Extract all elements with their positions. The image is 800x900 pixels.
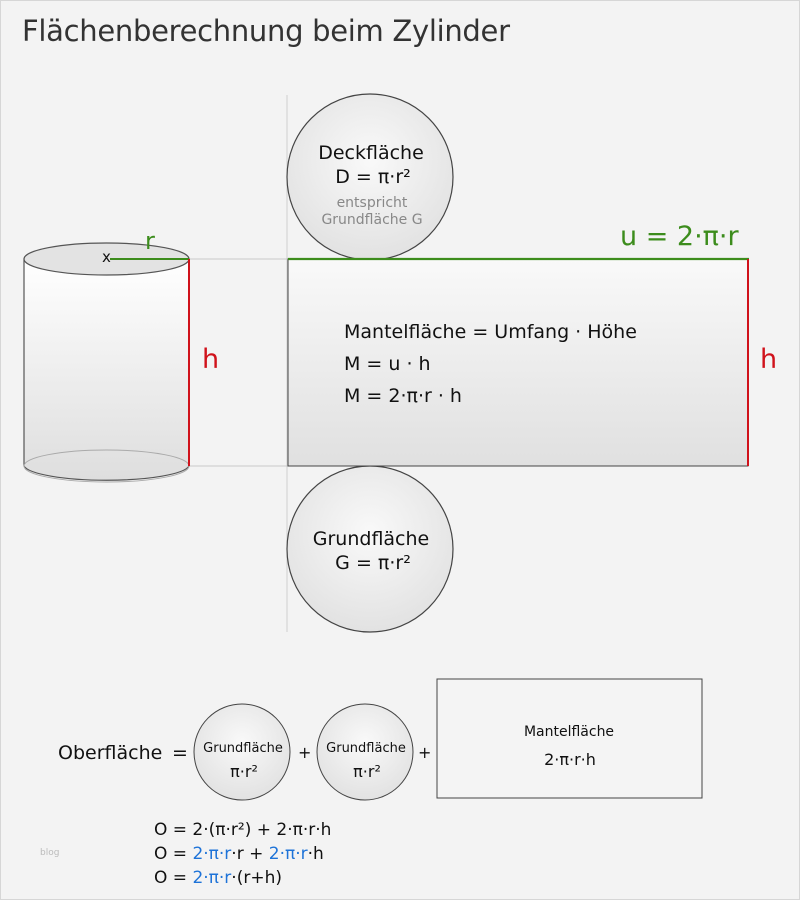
watermark: blog [40, 848, 60, 858]
center-mark: x [102, 248, 111, 266]
surface-formula-1: O = 2·(π·r²) + 2·π·r·h [154, 818, 331, 842]
page-title: Flächenberechnung beim Zylinder [22, 14, 510, 48]
formula-3-suffix: ·(r+h) [231, 868, 282, 888]
cylinder [23, 242, 190, 483]
mantle-formula-1: Mantelfläche = Umfang · Höhe [344, 321, 637, 343]
bottom-circle-name: Grundfläche [312, 528, 430, 550]
surface-mantle-rectangle [436, 678, 703, 799]
bottom-circle-formula: G = π·r² [335, 552, 411, 574]
circumference-label: u = 2·π·r [620, 221, 739, 252]
top-circle-note-1: entspricht [336, 195, 408, 211]
surface-circle-1-name: Grundfläche [203, 741, 283, 756]
mantle-formula-2: M = u · h [344, 353, 431, 375]
surface-label: Oberfläche [58, 742, 163, 764]
surface-rectangle-name: Mantelfläche [523, 724, 615, 740]
cylinder-height-label: h [202, 344, 220, 375]
surface-circle-1-formula: π·r² [230, 762, 258, 781]
surface-circle-1 [193, 703, 291, 801]
formula-2-highlight-1: 2·π·r [192, 844, 232, 864]
top-circle-formula: D = π·r² [335, 166, 411, 188]
mantle-formula-3: M = 2·π·r · h [344, 385, 462, 407]
formula-1-text: O = 2·(π·r²) + 2·π·r·h [154, 820, 332, 840]
formula-2-suffix: ·h [307, 844, 324, 864]
surface-circle-2-name: Grundfläche [326, 741, 406, 756]
surface-rectangle-formula: 2·π·r·h [544, 750, 596, 769]
surface-formula-2: O = 2·π·r·r + 2·π·r·h [154, 842, 324, 866]
top-circle-note-2: Grundfläche G [321, 212, 423, 228]
formula-2-highlight-2: 2·π·r [268, 844, 308, 864]
cylinder-body [23, 258, 190, 481]
surface-circle-2 [316, 703, 414, 801]
surface-formula-3: O = 2·π·r·(r+h) [154, 866, 282, 890]
surface-plus-1: + [298, 743, 312, 762]
top-circle-name: Deckfläche [318, 142, 424, 164]
formula-2-prefix: O = [154, 844, 193, 864]
surface-circle-2-formula: π·r² [353, 762, 381, 781]
formula-2-middle: ·r + [231, 844, 269, 864]
mantle-rectangle [287, 258, 749, 467]
formula-3-prefix: O = [154, 868, 193, 888]
formula-3-highlight: 2·π·r [192, 868, 232, 888]
radius-label: r [145, 227, 155, 255]
surface-plus-2: + [418, 743, 432, 762]
mantle-height-label: h [760, 344, 778, 375]
surface-equals-sign: = [172, 742, 188, 764]
